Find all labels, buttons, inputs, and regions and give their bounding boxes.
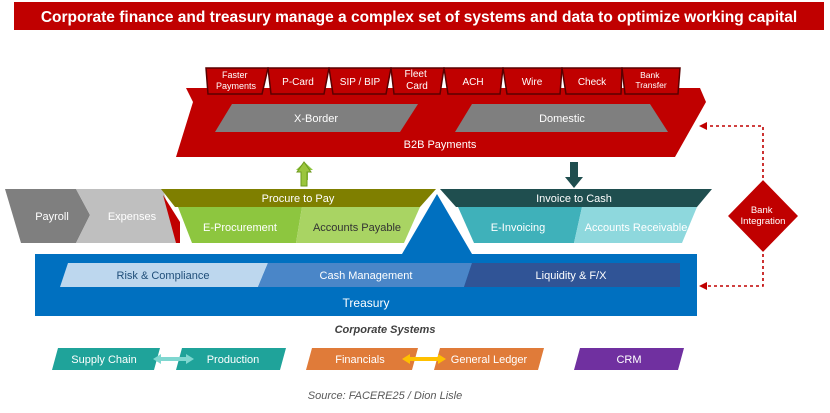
b2b-payments-label: B2B Payments: [404, 139, 477, 151]
treasury-block: Risk & Compliance Cash Management Liquid…: [35, 194, 697, 316]
rail-faster-payments-line-2: Payments: [216, 81, 257, 91]
rail-sip-bip-label: SIP / BIP: [340, 77, 381, 88]
rail-bank-transfer-line-2: Transfer: [635, 80, 667, 90]
procure-label: Procure to Pay: [262, 193, 335, 205]
general-ledger-label: General Ledger: [451, 354, 528, 366]
rail-fleet-card-line-1: Fleet: [404, 69, 426, 80]
financials-shape: [306, 348, 418, 370]
crm-shape: [574, 348, 684, 370]
accounts-receivable-shape: [574, 207, 697, 243]
bank-to-treasury-connector: [699, 254, 764, 290]
payment-rails: Faster Payments P-Card SIP / BIP Fleet C…: [205, 67, 681, 95]
bank-to-b2b-connector: [699, 122, 764, 178]
rail-ach-label: ACH: [462, 77, 483, 88]
expenses-shape: [76, 189, 178, 243]
invoice-to-cash-block: Invoice to Cash E-Invoicing Accounts Rec…: [440, 189, 712, 243]
einvoicing-shape: [458, 207, 582, 243]
accounts-payable-label: Accounts Payable: [313, 222, 401, 234]
bank-integration-diamond: [725, 177, 801, 255]
liquidity-fx-shape: [464, 263, 680, 287]
rail-wire-label: Wire: [522, 77, 543, 88]
invoice-down-arrow-icon: [565, 162, 583, 188]
source-note: Source: FACERE25 / Dion Lisle: [308, 390, 462, 402]
title-banner: Corporate finance and treasury manage a …: [14, 2, 824, 30]
invoice-header-shape: [440, 189, 712, 207]
treasury-peak: [402, 194, 472, 254]
financials-ledger-link-icon: [402, 354, 446, 364]
rail-pcard-label: P-Card: [282, 77, 314, 88]
accounts-payable-shape: [296, 207, 420, 243]
domestic-shape: [455, 104, 668, 132]
cash-management-label: Cash Management: [320, 270, 413, 282]
supply-chain-shape: [52, 348, 160, 370]
rail-faster-payments-line-1: Faster: [222, 70, 248, 80]
page-title: Corporate finance and treasury manage a …: [41, 9, 797, 26]
rail-bank-transfer-label: Bank Transfer: [635, 70, 667, 90]
procure-up-arrow-icon: [296, 161, 312, 187]
supply-production-link-icon: [153, 354, 194, 364]
corporate-systems-heading: Corporate Systems: [335, 324, 436, 336]
left-red-accent: [163, 195, 180, 243]
rail-faster-payments: [205, 67, 269, 95]
procure-to-pay-block: Procure to Pay E-Procurement Accounts Pa…: [161, 189, 436, 243]
xborder-label: X-Border: [294, 113, 338, 125]
domestic-label: Domestic: [539, 113, 585, 125]
eprocurement-label: E-Procurement: [203, 222, 277, 234]
b2b-payments-block: X-Border Domestic B2B Payments: [176, 88, 706, 157]
risk-compliance-shape: [60, 263, 268, 287]
xborder-shape: [215, 104, 418, 132]
risk-compliance-label: Risk & Compliance: [117, 270, 210, 282]
liquidity-fx-label: Liquidity & F/X: [536, 270, 608, 282]
rail-check: [561, 67, 623, 95]
rail-fleet-card: [390, 67, 445, 95]
rail-pcard: [267, 67, 330, 95]
rail-bank-transfer-line-1: Bank: [640, 70, 660, 80]
cash-management-shape: [258, 263, 472, 287]
production-label: Production: [207, 354, 260, 366]
production-shape: [176, 348, 286, 370]
bank-integration-line-2: Integration: [741, 216, 786, 227]
procure-header-shape: [161, 189, 436, 207]
accounts-receivable-label: Accounts Receivable: [585, 222, 688, 234]
invoice-label: Invoice to Cash: [536, 193, 612, 205]
crm-label: CRM: [616, 354, 641, 366]
rail-sip-bip: [328, 67, 392, 95]
title-bar: [14, 2, 824, 30]
payroll-shape: [5, 189, 90, 243]
eprocurement-shape: [178, 207, 302, 243]
rail-ach: [443, 67, 504, 95]
rail-wire: [502, 67, 563, 95]
general-ledger-shape: [434, 348, 544, 370]
bank-integration-line-1: Bank: [751, 205, 773, 216]
expenses-label: Expenses: [108, 211, 157, 223]
corporate-systems: Corporate Systems Supply Chain Productio…: [52, 324, 684, 370]
rail-fleet-card-label: Fleet Card: [404, 69, 429, 92]
payroll-label: Payroll: [35, 211, 69, 223]
financials-label: Financials: [335, 354, 385, 366]
einvoicing-label: E-Invoicing: [491, 222, 545, 234]
bank-integration: Bank Integration: [699, 122, 801, 290]
flow-arrows: [296, 161, 583, 188]
bank-integration-label: Bank Integration: [741, 205, 786, 227]
rail-check-label: Check: [578, 77, 607, 88]
supply-chain-label: Supply Chain: [71, 354, 136, 366]
treasury-label: Treasury: [343, 296, 390, 310]
left-band: Payroll Expenses: [5, 189, 180, 243]
rail-bank-transfer: [621, 67, 681, 95]
rail-faster-payments-label: Faster Payments: [216, 70, 257, 91]
rail-fleet-card-line-2: Card: [406, 81, 428, 92]
